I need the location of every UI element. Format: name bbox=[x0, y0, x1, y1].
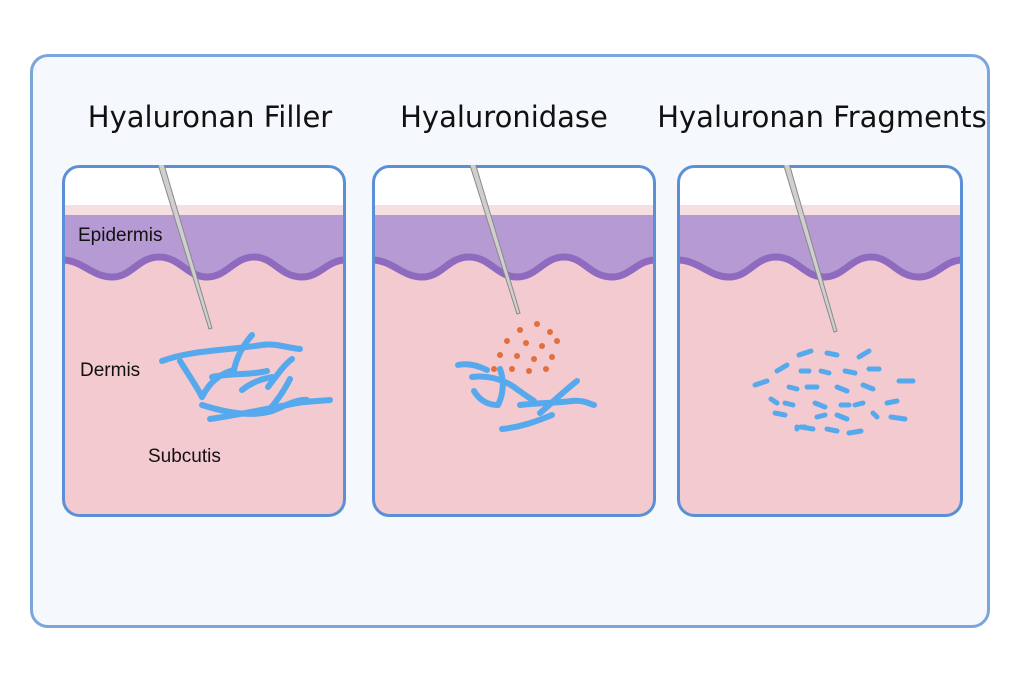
dermal-epidermal-junction bbox=[678, 253, 962, 281]
panel-border bbox=[372, 165, 656, 517]
hyaluronidase-enzyme-dots bbox=[491, 321, 560, 386]
skin-surface bbox=[373, 205, 655, 215]
hyaluronan-fragments bbox=[752, 348, 916, 436]
hyaluronan-filler-network bbox=[159, 332, 333, 422]
skin-cross-section bbox=[372, 165, 656, 517]
degrading-hyaluronan bbox=[455, 361, 597, 432]
panel-title-hyaluronidase: Hyaluronidase bbox=[400, 100, 608, 134]
panel-hyaluronan-fragments bbox=[677, 165, 963, 517]
epidermis-label: Epidermis bbox=[78, 225, 163, 246]
epidermis-layer bbox=[373, 215, 655, 277]
panel-border bbox=[62, 165, 346, 517]
skin-cross-section bbox=[62, 165, 346, 517]
dermis-label: Dermis bbox=[80, 360, 141, 381]
dermal-epidermal-junction bbox=[63, 253, 345, 281]
panel-hyaluronan-filler: Epidermis Dermis Subcutis bbox=[62, 165, 346, 517]
panel-title-filler: Hyaluronan Filler bbox=[87, 100, 333, 134]
panel-title-fragments: Hyaluronan Fragments bbox=[657, 100, 987, 134]
needle bbox=[469, 165, 521, 315]
skin-cross-section bbox=[677, 165, 963, 517]
needle bbox=[783, 165, 838, 333]
skin-surface bbox=[63, 205, 345, 215]
panel-border bbox=[677, 165, 963, 517]
panel-hyaluronidase bbox=[372, 165, 656, 517]
dermal-epidermal-junction bbox=[373, 253, 655, 281]
needle bbox=[157, 165, 213, 330]
skin-surface bbox=[678, 205, 962, 215]
epidermis-layer bbox=[678, 215, 962, 277]
subcutis-label: Subcutis bbox=[148, 446, 221, 467]
